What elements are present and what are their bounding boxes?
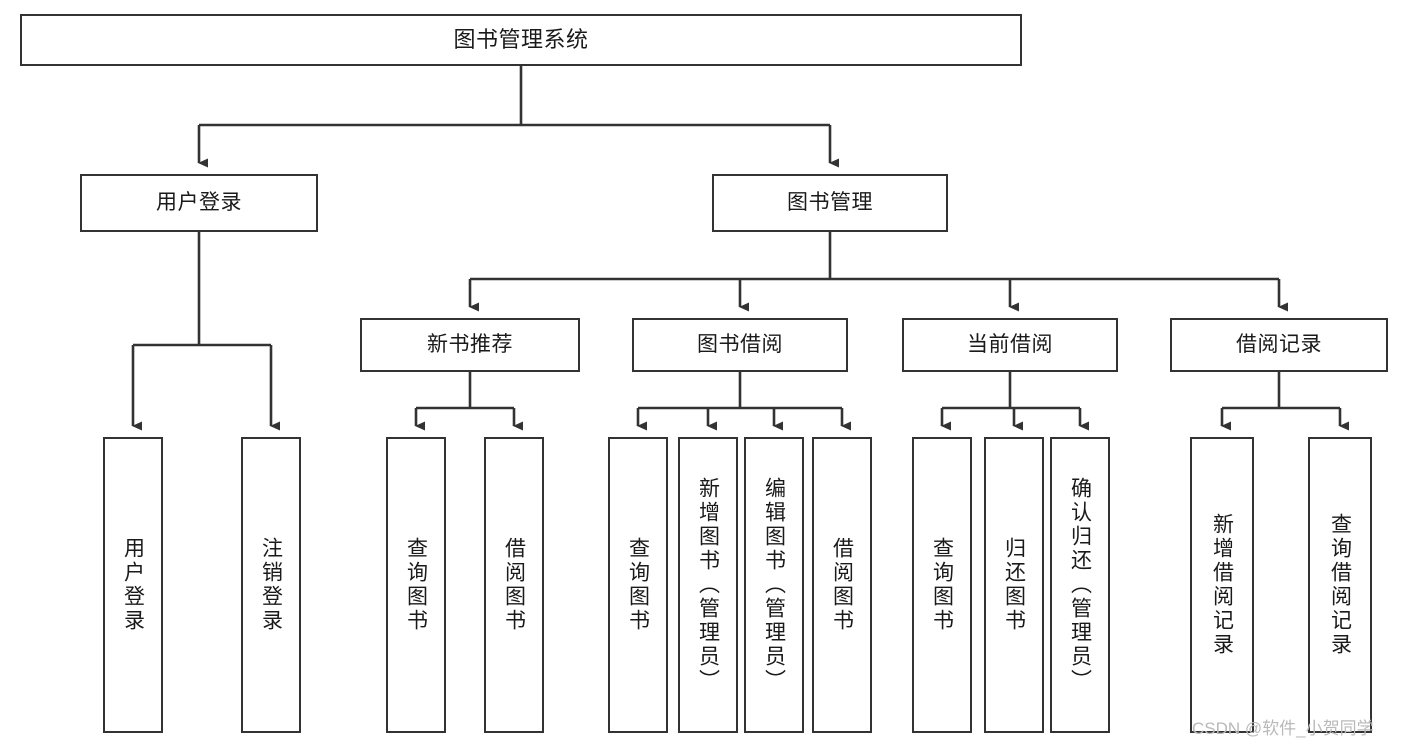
node-label-leaf-query-borrow-rec: 查询借阅记录 [1328,513,1352,657]
node-label-current-borrow: 当前借阅 [967,333,1053,357]
node-label-leaf-query-book-3: 查询图书 [930,537,954,633]
csdn-watermark: CSDN @软件_小贺同学 [1192,719,1374,738]
node-label-leaf-borrow-book-2: 借阅图书 [830,537,854,633]
node-leaf-add-book-admin[interactable]: 新增图书（管理员） [678,437,738,733]
node-leaf-query-book-3[interactable]: 查询图书 [912,437,972,733]
node-label-user-login: 用户登录 [156,191,242,215]
node-leaf-query-book-2[interactable]: 查询图书 [608,437,668,733]
node-label-root: 图书管理系统 [453,26,589,52]
node-leaf-borrow-book-2[interactable]: 借阅图书 [812,437,872,733]
node-leaf-edit-book-admin[interactable]: 编辑图书（管理员） [744,437,804,733]
node-label-book-manage: 图书管理 [787,191,873,215]
node-leaf-user-logout[interactable]: 注销登录 [241,437,301,733]
node-leaf-return-book[interactable]: 归还图书 [984,437,1044,733]
node-label-leaf-add-borrow-rec: 新增借阅记录 [1210,513,1234,657]
node-book-borrow[interactable]: 图书借阅 [632,318,848,372]
node-leaf-borrow-book-1[interactable]: 借阅图书 [484,437,544,733]
node-label-leaf-edit-book-admin: 编辑图书（管理员） [762,477,786,693]
node-leaf-query-borrow-rec[interactable]: 查询借阅记录 [1308,437,1372,733]
node-current-borrow[interactable]: 当前借阅 [902,318,1118,372]
node-label-leaf-user-login: 用户登录 [121,537,145,633]
node-new-book-rec[interactable]: 新书推荐 [360,318,580,372]
node-label-leaf-borrow-book-1: 借阅图书 [502,537,526,633]
node-label-new-book-rec: 新书推荐 [427,333,513,357]
node-user-login[interactable]: 用户登录 [80,174,318,232]
node-root[interactable]: 图书管理系统 [20,14,1022,66]
node-label-leaf-add-book-admin: 新增图书（管理员） [696,477,720,693]
node-leaf-add-borrow-rec[interactable]: 新增借阅记录 [1190,437,1254,733]
node-label-book-borrow: 图书借阅 [697,333,783,357]
node-label-leaf-user-logout: 注销登录 [259,537,283,633]
node-label-leaf-query-book-2: 查询图书 [626,537,650,633]
node-leaf-user-login[interactable]: 用户登录 [103,437,163,733]
node-label-leaf-confirm-return: 确认归还（管理员） [1068,477,1092,693]
node-label-borrow-record: 借阅记录 [1236,333,1322,357]
node-book-manage[interactable]: 图书管理 [712,174,948,232]
node-leaf-confirm-return[interactable]: 确认归还（管理员） [1050,437,1110,733]
node-leaf-query-book-1[interactable]: 查询图书 [386,437,446,733]
node-label-leaf-return-book: 归还图书 [1002,537,1026,633]
node-borrow-record[interactable]: 借阅记录 [1170,318,1388,372]
node-label-leaf-query-book-1: 查询图书 [404,537,428,633]
